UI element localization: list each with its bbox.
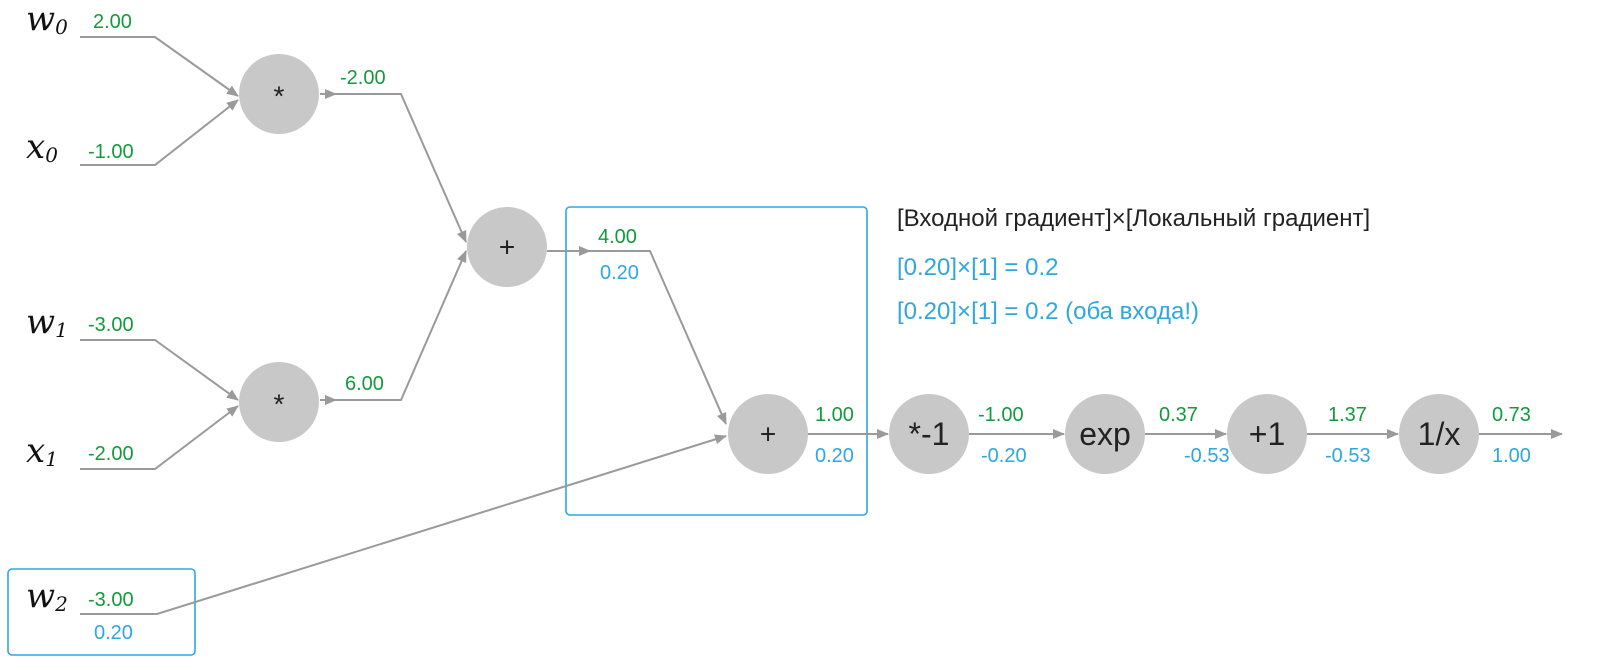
- input-w1-value: -3.00: [88, 314, 134, 336]
- node-mul2-value: 6.00: [345, 373, 384, 395]
- node-neg: *-1: [889, 394, 969, 474]
- node-plus1-value: 1.37: [1328, 404, 1367, 426]
- node-add1-gradient: 0.20: [600, 262, 639, 284]
- node-inv-gradient: 1.00: [1492, 445, 1531, 467]
- node-add1: +: [467, 207, 547, 287]
- annotation-header: [Входной градиент]×[Локальный градиент]: [897, 205, 1370, 232]
- edge-mul1-add1: [336, 93, 467, 243]
- input-x0-label: x0: [26, 127, 58, 167]
- svg-text:+1: +1: [1249, 416, 1285, 452]
- edge-x1: [80, 405, 239, 470]
- edge-add1-add2: [590, 250, 727, 425]
- input-w2-value: -3.00: [88, 589, 134, 611]
- node-plus1: +1: [1227, 394, 1307, 474]
- input-w2-gradient: 0.20: [94, 622, 133, 644]
- input-x1-value: -2.00: [88, 443, 134, 465]
- edge-w2: [80, 434, 727, 615]
- edge-mul2-add1: [336, 250, 467, 401]
- node-neg-gradient: -0.20: [981, 445, 1027, 467]
- svg-text:*-1: *-1: [909, 416, 950, 452]
- input-x1-label: x1: [26, 431, 58, 471]
- edge-x0: [80, 99, 239, 166]
- node-mul1-value: -2.00: [340, 67, 386, 89]
- svg-text:exp: exp: [1079, 416, 1131, 452]
- edges: [80, 36, 1563, 615]
- annotation-line2: [0.20]×[1] = 0.2 (оба входа!): [897, 298, 1199, 325]
- node-neg-value: -1.00: [978, 404, 1024, 426]
- highlight-box-add: [565, 206, 868, 516]
- node-mul1: *: [239, 54, 319, 134]
- node-inv-value: 0.73: [1492, 404, 1531, 426]
- annotation-line1: [0.20]×[1] = 0.2: [897, 254, 1058, 281]
- svg-text:1/x: 1/x: [1418, 416, 1461, 452]
- node-exp-gradient: -0.53: [1184, 445, 1230, 467]
- node-add2: +: [728, 394, 808, 474]
- edge-w1: [80, 339, 239, 401]
- highlight-box-w2: [7, 568, 196, 656]
- node-inv: 1/x: [1399, 394, 1479, 474]
- input-w0-value: 2.00: [93, 11, 132, 33]
- input-w1-label: w1: [26, 302, 68, 342]
- node-add2-gradient: 0.20: [815, 445, 854, 467]
- node-exp-value: 0.37: [1159, 404, 1198, 426]
- node-mul2: *: [239, 362, 319, 442]
- node-add1-value: 4.00: [598, 226, 637, 248]
- svg-text:+: +: [499, 232, 515, 263]
- svg-text:*: *: [274, 81, 285, 112]
- svg-text:+: +: [760, 419, 776, 450]
- input-w2-label: w2: [26, 576, 68, 616]
- input-w0-label: w0: [26, 0, 68, 39]
- input-x0-value: -1.00: [88, 141, 134, 163]
- node-exp: exp: [1065, 394, 1145, 474]
- node-plus1-gradient: -0.53: [1325, 445, 1371, 467]
- node-add2-value: 1.00: [815, 404, 854, 426]
- edge-w0: [80, 36, 239, 97]
- svg-text:*: *: [274, 389, 285, 420]
